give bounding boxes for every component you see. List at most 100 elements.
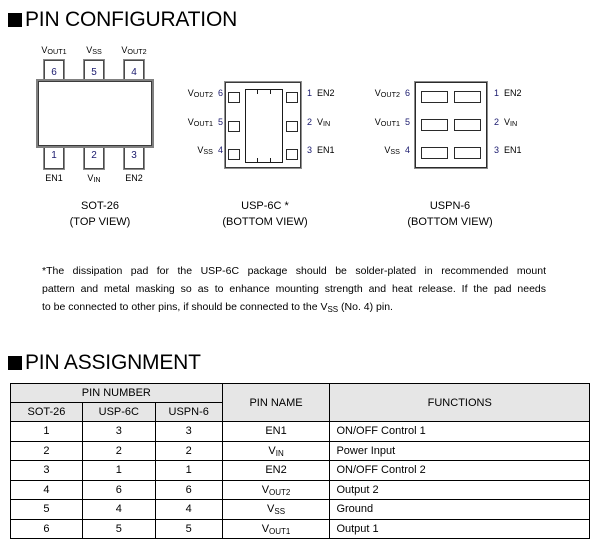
usp6c-lead-1 (286, 92, 298, 103)
cell-function: Power Input (329, 440, 590, 461)
cell-function: Output 1 (329, 518, 590, 539)
cell-pin-name: VOUT1 (221, 518, 331, 539)
uspn6-pad-1 (454, 91, 481, 103)
uspn6-caption-view: (BOTTOM VIEW) (407, 216, 493, 228)
sot26-pin-6-label: VOUT1 (41, 45, 67, 56)
uspn6-pin-6-label: VOUT2 6 (374, 88, 410, 99)
header-uspn6: USPN-6 (154, 402, 223, 422)
usp6c-pad-notch-top (256, 88, 272, 94)
cell-usp6c-pin: 6 (81, 479, 156, 500)
pin-configuration-title: PIN CONFIGURATION (25, 8, 238, 31)
cell-uspn6-pin: 5 (154, 518, 223, 539)
pin-configuration-heading: PIN CONFIGURATION (8, 9, 237, 30)
pin-assignment-table: PIN NUMBER PIN NAME FUNCTIONS SOT-26 USP… (10, 383, 590, 539)
header-sot26: SOT-26 (10, 402, 83, 422)
usp6c-pad-notch-bottom (256, 158, 272, 164)
footnote-line-1: *The dissipation pad for the USP-6C pack… (42, 265, 546, 277)
cell-function: Output 2 (329, 479, 590, 500)
cell-uspn6-pin: 6 (154, 479, 223, 500)
sot26-caption-view: (TOP VIEW) (69, 216, 131, 228)
cell-sot26-pin: 6 (10, 518, 83, 539)
sot26-pin-4-label: VOUT2 (121, 45, 147, 56)
usp6c-pin-6-label: VOUT2 6 (187, 88, 223, 99)
table-header-row-2: SOT-26 USP-6C USPN-6 (10, 402, 590, 422)
usp6c-package-diagram: VOUT2 6 VOUT1 5 VSS 4 1 EN2 2 VIN 3 EN1 (170, 80, 360, 170)
uspn6-caption-name: USPN-6 (429, 200, 471, 212)
sot26-pin-1-number: 1 (51, 150, 57, 161)
usp6c-lead-5 (228, 121, 240, 132)
usp6c-lead-2 (286, 121, 298, 132)
cell-function: ON/OFF Control 1 (329, 421, 590, 442)
uspn6-package-diagram: VOUT2 6 VOUT1 5 VSS 4 1 EN2 2 VIN 3 EN1 (370, 80, 560, 170)
sot26-pin-5-label: VSS (86, 45, 102, 56)
cell-pin-name: VIN (221, 440, 331, 461)
cell-usp6c-pin: 5 (81, 518, 156, 539)
usp6c-dissipation-pad (245, 88, 283, 164)
sot26-pin-1-label: EN1 (45, 173, 63, 183)
sot26-caption-name: SOT-26 (81, 200, 119, 212)
cell-uspn6-pin: 4 (154, 499, 223, 520)
section-marker-icon (8, 355, 22, 370)
footnote-line-3: to be connected to other pins, if should… (42, 301, 393, 314)
uspn6-pad-5 (421, 119, 448, 131)
sot26-pin-2: 2 (83, 142, 105, 170)
pin-assignment-title: PIN ASSIGNMENT (25, 351, 201, 374)
dissipation-pad-footnote: *The dissipation pad for the USP-6C pack… (42, 262, 546, 317)
cell-usp6c-pin: 2 (81, 440, 156, 461)
uspn6-pin-2-label: 2 VIN (494, 117, 518, 128)
usp6c-pin-5-label: VOUT1 5 (187, 117, 223, 128)
uspn6-pad-2 (454, 119, 481, 131)
header-pin-number: PIN NUMBER (10, 383, 223, 403)
sot26-caption: SOT-26 (TOP VIEW) (40, 198, 160, 230)
sot26-pin-1: 1 (43, 142, 65, 170)
cell-sot26-pin: 5 (10, 499, 83, 520)
cell-sot26-pin: 4 (10, 479, 83, 500)
table-header-row-1: PIN NUMBER PIN NAME FUNCTIONS (10, 383, 590, 422)
uspn6-pin-5-label: VOUT1 5 (374, 117, 410, 128)
pin-assignment-heading: PIN ASSIGNMENT (8, 352, 201, 373)
cell-usp6c-pin: 3 (81, 421, 156, 442)
cell-sot26-pin: 2 (10, 440, 83, 461)
cell-usp6c-pin: 4 (81, 499, 156, 520)
sot26-body-outline (36, 79, 154, 148)
usp6c-caption-view: (BOTTOM VIEW) (222, 216, 308, 228)
cell-pin-name: VOUT2 (221, 479, 331, 500)
usp6c-pin-1-label: 1 EN2 (307, 88, 335, 98)
table-header: PIN NUMBER PIN NAME FUNCTIONS SOT-26 USP… (10, 383, 590, 422)
sot26-pin-3-number: 3 (131, 150, 137, 161)
sot26-pin-2-number: 2 (91, 150, 97, 161)
cell-pin-name: VSS (221, 499, 331, 520)
uspn6-pad-6 (421, 91, 448, 103)
cell-uspn6-pin: 3 (154, 421, 223, 442)
sot26-pin-2-label: VIN (87, 173, 101, 184)
usp6c-body-outline (224, 81, 302, 169)
usp6c-caption: USP-6C * (BOTTOM VIEW) (200, 198, 330, 230)
sot26-package-diagram: 6 5 4 1 2 3 VOUT1 VSS VOUT2 EN1 VIN EN2 (30, 40, 170, 185)
header-functions: FUNCTIONS (329, 383, 590, 422)
cell-pin-name: EN2 (221, 460, 331, 481)
cell-sot26-pin: 3 (10, 460, 83, 481)
cell-sot26-pin: 1 (10, 421, 83, 442)
usp6c-lead-6 (228, 92, 240, 103)
usp6c-lead-3 (286, 149, 298, 160)
uspn6-body-outline (414, 81, 488, 169)
sot26-pin-5: 5 (83, 59, 105, 87)
cell-pin-name: EN1 (221, 421, 331, 442)
usp6c-caption-name: USP-6C * (241, 200, 289, 212)
header-usp6c: USP-6C (81, 402, 156, 422)
uspn6-pad-4 (421, 147, 448, 159)
cell-usp6c-pin: 1 (81, 460, 156, 481)
uspn6-pad-3 (454, 147, 481, 159)
sot26-pin-6-number: 6 (51, 67, 57, 78)
sot26-pin-4-number: 4 (131, 67, 137, 78)
sot26-pin-3-label: EN2 (125, 173, 143, 183)
cell-function: Ground (329, 499, 590, 520)
uspn6-caption: USPN-6 (BOTTOM VIEW) (385, 198, 515, 230)
cell-function: ON/OFF Control 2 (329, 460, 590, 481)
